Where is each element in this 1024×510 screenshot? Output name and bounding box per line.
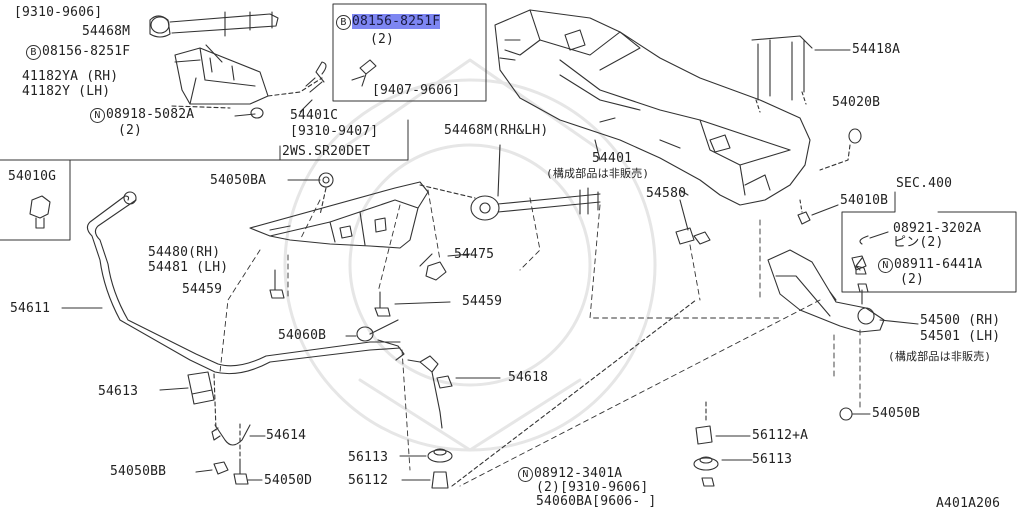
label-date-9310-9407[interactable]: [9310-9407] bbox=[290, 124, 379, 139]
label-54480[interactable]: 54480(RH) bbox=[148, 245, 221, 260]
label-not-sold-1: (構成部品は非販売) bbox=[546, 167, 650, 180]
studs-54418A bbox=[751, 35, 813, 113]
lower-link-54500 bbox=[767, 249, 885, 333]
figure-id: A401A206 bbox=[936, 496, 1001, 510]
bracket-41182Y bbox=[174, 44, 269, 105]
label-54613[interactable]: 54613 bbox=[98, 384, 139, 399]
leader-08156-left bbox=[174, 59, 201, 63]
label-54401C[interactable]: 54401C bbox=[290, 108, 339, 123]
label-54418A[interactable]: 54418A bbox=[852, 42, 901, 57]
label-54611[interactable]: 54611 bbox=[10, 301, 51, 316]
label-sec-400[interactable]: SEC.400 bbox=[896, 176, 953, 191]
highlighted-part-number: 08156-8251F bbox=[352, 14, 441, 29]
label-54060BA[interactable]: 54060BA[9606- ] bbox=[536, 494, 657, 509]
part-number: 08156-8251F bbox=[42, 44, 131, 59]
leader-54401 bbox=[594, 139, 601, 161]
label-not-sold-2: (構成部品は非販売) bbox=[888, 350, 992, 363]
label-qty-2-c: (2) bbox=[900, 272, 925, 287]
label-56113-b[interactable]: 56113 bbox=[752, 452, 793, 467]
label-54050D[interactable]: 54050D bbox=[264, 473, 313, 488]
crossmember-54401 bbox=[494, 9, 811, 206]
label-54468M-rh-lh[interactable]: 54468M(RH&LH) bbox=[444, 123, 549, 138]
label-54459-b[interactable]: 54459 bbox=[462, 294, 503, 309]
label-54401[interactable]: 54401 bbox=[592, 151, 633, 166]
bolt-marker-icon: B bbox=[26, 45, 41, 60]
stabilizer-bar-54611 bbox=[86, 191, 405, 375]
label-54618[interactable]: 54618 bbox=[508, 370, 549, 385]
label-date-9310-9606[interactable]: [9310-9606] bbox=[14, 5, 103, 20]
nut-marker-icon: N bbox=[518, 467, 533, 482]
label-54475[interactable]: 54475 bbox=[454, 247, 495, 262]
label-56112[interactable]: 56112 bbox=[348, 473, 389, 488]
watermark-emblem bbox=[283, 58, 657, 452]
nut-marker-icon: N bbox=[90, 108, 105, 123]
label-54020B[interactable]: 54020B bbox=[832, 95, 881, 110]
label-41182YA[interactable]: 41182YA (RH) bbox=[22, 69, 119, 84]
label-41182Y[interactable]: 41182Y (LH) bbox=[22, 84, 111, 99]
label-56113-a[interactable]: 56113 bbox=[348, 450, 389, 465]
label-54459-a[interactable]: 54459 bbox=[182, 282, 223, 297]
label-54468M[interactable]: 54468M bbox=[82, 24, 131, 39]
leader-54468M bbox=[497, 144, 501, 197]
clip-54010G bbox=[29, 195, 51, 229]
bolt-marker-icon: B bbox=[336, 15, 351, 30]
label-54010B[interactable]: 54010B bbox=[840, 193, 889, 208]
label-54060B[interactable]: 54060B bbox=[278, 328, 327, 343]
upper-link-54468M bbox=[149, 11, 279, 38]
label-54501[interactable]: 54501 (LH) bbox=[920, 329, 1001, 344]
label-date-9310-9606-b[interactable]: (2)[9310-9606] bbox=[536, 480, 649, 495]
bolt-08156-8251F bbox=[351, 59, 377, 87]
nut-marker-icon: N bbox=[878, 258, 893, 273]
label-pin-2: ピン(2) bbox=[893, 235, 944, 250]
label-54050BA[interactable]: 54050BA bbox=[210, 173, 267, 188]
label-56112A[interactable]: 56112+A bbox=[752, 428, 809, 443]
link-bracket-54480 bbox=[249, 181, 429, 249]
label-qty-2-box: (2) bbox=[370, 32, 395, 47]
label-2ws-sr20det: 2WS.SR20DET bbox=[282, 144, 371, 159]
label-54580[interactable]: 54580 bbox=[646, 186, 687, 201]
part-number: 08918-5082A bbox=[106, 107, 195, 122]
label-54481[interactable]: 54481 (LH) bbox=[148, 260, 229, 275]
part-number: 08912-3401A bbox=[534, 466, 623, 481]
label-08921-3202A[interactable]: 08921-3202A bbox=[893, 221, 982, 236]
label-date-9407-9606[interactable]: [9407-9606] bbox=[372, 83, 461, 98]
tension-rod-54468M bbox=[470, 187, 601, 221]
label-qty-2-a: (2) bbox=[118, 123, 143, 138]
label-54614[interactable]: 54614 bbox=[266, 428, 307, 443]
label-54050B[interactable]: 54050B bbox=[872, 406, 921, 421]
stabilizer-link-54618 bbox=[407, 355, 453, 429]
part-number: 08911-6441A bbox=[894, 257, 983, 272]
label-54010G[interactable]: 54010G bbox=[8, 169, 57, 184]
label-54500[interactable]: 54500 (RH) bbox=[920, 313, 1001, 328]
label-54050BB[interactable]: 54050BB bbox=[110, 464, 167, 479]
